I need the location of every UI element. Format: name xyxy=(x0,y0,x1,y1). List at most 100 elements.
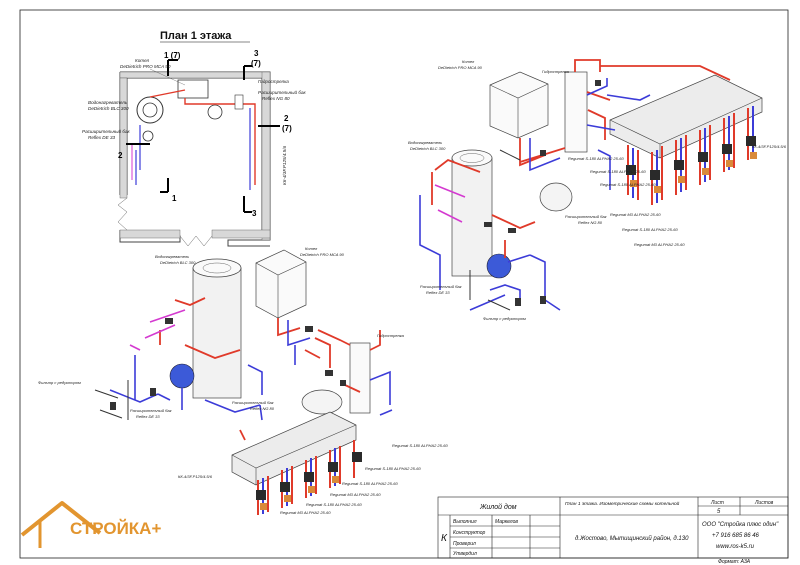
iso-top-pipes-supply xyxy=(431,59,731,258)
plan-label-hydro: Гидрострелка xyxy=(258,79,289,84)
iso-bottom-label-pump-5: Regumat S-180 ALPHA2 25-60 xyxy=(306,502,362,507)
plan-label-boiler: Котел xyxy=(135,58,149,63)
plan-pipe-red xyxy=(149,89,256,185)
plan-section-lines xyxy=(126,59,280,213)
plan-wall-hatch-left xyxy=(119,77,128,199)
iso-top-expansion-tank-de xyxy=(486,253,512,279)
iso-bottom-expansion-tank-ng xyxy=(301,389,343,415)
iso-bottom-valves xyxy=(110,318,346,410)
title-block-phone: +7 916 685 86 46 xyxy=(712,533,760,539)
plan-wall-hatch-bottom-right xyxy=(211,229,271,239)
iso-top-water-heater xyxy=(451,149,493,277)
iso-bottom-pipes-dark xyxy=(94,380,129,420)
plan-water-heater xyxy=(136,96,164,124)
iso-bottom-pipes-return xyxy=(109,320,393,421)
iso-bottom-label-boiler-model: DeDietrich PRO MCA 90 xyxy=(300,252,345,257)
iso-top-hydro-separator xyxy=(564,71,588,153)
iso-top-expansion-tank-ng xyxy=(539,182,573,212)
plan-wall-hatch-bottom xyxy=(119,229,181,239)
isometric-scheme-top: Котел DeDietrich PRO MCA 90 Гидрострелка… xyxy=(408,59,787,321)
plan-hydro-separator xyxy=(234,94,244,110)
iso-top-label-heater-model: DeDietrich BLC 300 xyxy=(410,146,446,151)
title-block-sheet-title: План 1 этажа. Изометрические схемы котел… xyxy=(565,500,680,507)
plan-label-collector: КК-4/3F.P125/4.5/6 xyxy=(282,146,287,185)
iso-bottom-label-filter: Фильтр с редуктором xyxy=(38,380,81,385)
iso-bottom-label-pump-4: Regumat M3 ALPHA2 25-60 xyxy=(330,492,381,497)
iso-top-label-pump-5: Regumat S-180 ALPHA2 25-60 xyxy=(622,227,678,232)
iso-top-collector xyxy=(609,74,763,159)
title-block-role-3: Проверил xyxy=(453,541,476,547)
iso-top-label-de-tank-model: Reflex DE 33 xyxy=(426,290,450,295)
title-block-sheets-label: Листов xyxy=(754,500,774,506)
plan-title: План 1 этажа xyxy=(160,30,232,42)
iso-bottom-label-de-tank: Расширительный бак xyxy=(130,408,173,413)
logo-text: СТРОЙКА+ xyxy=(70,519,161,538)
plan-label-boiler-model: DeDietrich PRO MCA 90 xyxy=(120,64,171,69)
iso-top-label-de-tank: Расширительный бак xyxy=(420,284,463,289)
plan-boiler xyxy=(177,79,209,99)
title-block-company: ООО "Стройка плюс один" xyxy=(702,521,779,528)
title-block-site: www.ros-k5.ru xyxy=(716,544,755,550)
iso-bottom-pipes-dhw xyxy=(129,309,186,351)
title-block-format: Формат: А3А xyxy=(718,559,751,565)
plan-label-heater-model: DeDietrich BLC 300 xyxy=(88,106,129,111)
sheet-frame xyxy=(19,9,789,559)
plan-label-ng-tank: Расширительный бак xyxy=(258,89,307,95)
iso-top-label-pump-2: Regumat S-180 ALPHA2 25-60 xyxy=(590,169,646,174)
iso-top-label-ng-tank-model: Reflex NG 80 xyxy=(578,220,603,225)
iso-bottom-water-heater xyxy=(192,258,242,399)
plan-label-heater: Водонагреватель xyxy=(88,100,128,105)
iso-top-label-hydro: Гидрострелка xyxy=(542,69,570,74)
plan-label-de-tank-model: Reflex DE 33 xyxy=(88,135,116,140)
iso-bottom-hydro-separator xyxy=(349,342,371,414)
title-block-sheet-no: 5 xyxy=(717,509,721,515)
plan-break-lower xyxy=(179,235,213,247)
section-mark-3-bottom: 3 xyxy=(252,209,257,218)
iso-bottom-label-pump-2: Regumat S-180 ALPHA2 25-60 xyxy=(365,466,421,471)
section-mark-1-top: 1 (7) xyxy=(164,51,181,60)
plan-water-heater-inner xyxy=(142,102,158,118)
iso-top-label-pump-4: Regumat M3 ALPHA2 25-60 xyxy=(610,212,661,217)
iso-top-pump-groups xyxy=(626,106,757,205)
plan-expansion-tank-de xyxy=(142,130,154,142)
iso-top-label-heater: Водонагреватель xyxy=(408,140,442,145)
iso-bottom-collector xyxy=(231,411,357,486)
iso-bottom-label-boiler: Котел xyxy=(305,246,318,251)
iso-top-pipes-return xyxy=(419,78,651,311)
section-mark-2-right: 2 xyxy=(284,114,289,123)
iso-top-boiler xyxy=(489,71,549,139)
title-block-role-4: Утвердил xyxy=(453,551,477,557)
plan-label-ng-tank-model: Reflex NG 80 xyxy=(262,96,290,101)
iso-bottom-label-de-tank-model: Reflex DE 33 xyxy=(136,414,160,419)
iso-top-label-boiler-model: DeDietrich PRO MCA 90 xyxy=(438,65,483,70)
plan-expansion-tank xyxy=(207,104,223,120)
iso-top-pipes-dark xyxy=(469,149,521,311)
iso-bottom-pipes-supply xyxy=(159,297,381,441)
iso-bottom-expansion-tank-de xyxy=(169,363,195,389)
iso-bottom-pump-groups xyxy=(256,440,362,515)
iso-bottom-label-ng-tank-model: Reflex NG 80 xyxy=(250,406,275,411)
iso-bottom-boiler xyxy=(255,249,307,319)
company-logo: СТРОЙКА+ xyxy=(20,501,161,548)
plan-door-break xyxy=(117,197,128,231)
iso-bottom-label-hydro: Гидрострелка xyxy=(377,333,405,338)
plan-pipe-blue xyxy=(135,108,251,190)
isometric-scheme-bottom: Водонагреватель DeDietrich BLC 300 Котел… xyxy=(38,246,448,515)
iso-top-label-filter: Фильтр с редуктором xyxy=(483,316,526,321)
title-block-address: д.Жостово, Мытищинский район, д.130 xyxy=(575,535,689,542)
iso-top-label-pump-3: Regumat S-180 ALPHA2 25-60 xyxy=(600,182,656,187)
section-mark-3-top-sub: (7) xyxy=(251,59,261,68)
iso-top-label-ng-tank: Расширительный бак xyxy=(565,214,608,219)
iso-bottom-label-collector: КК-4/3F.P125/4.5/6 xyxy=(178,474,213,479)
title-block-role-2: Конструктор xyxy=(453,530,486,536)
section-mark-2-left: 2 xyxy=(118,151,123,160)
title-block-performer: Маркелов xyxy=(495,519,518,525)
floor-plan: План 1 этажа 1 (7) 3 (7) xyxy=(82,30,307,247)
title-block-sheet-label: Лист xyxy=(710,500,724,506)
iso-bottom-label-heater: Водонагреватель xyxy=(155,254,189,259)
iso-top-label-collector: КК-4/3F.P125/4.5/6 xyxy=(752,144,787,149)
iso-bottom-label-heater-model: DeDietrich BLC 300 xyxy=(160,260,196,265)
iso-top-label-pump-6: Regumat M3 ALPHA2 25-60 xyxy=(634,242,685,247)
iso-top-label-pump-1: Regumat S-180 ALPHA2 25-60 xyxy=(568,156,624,161)
